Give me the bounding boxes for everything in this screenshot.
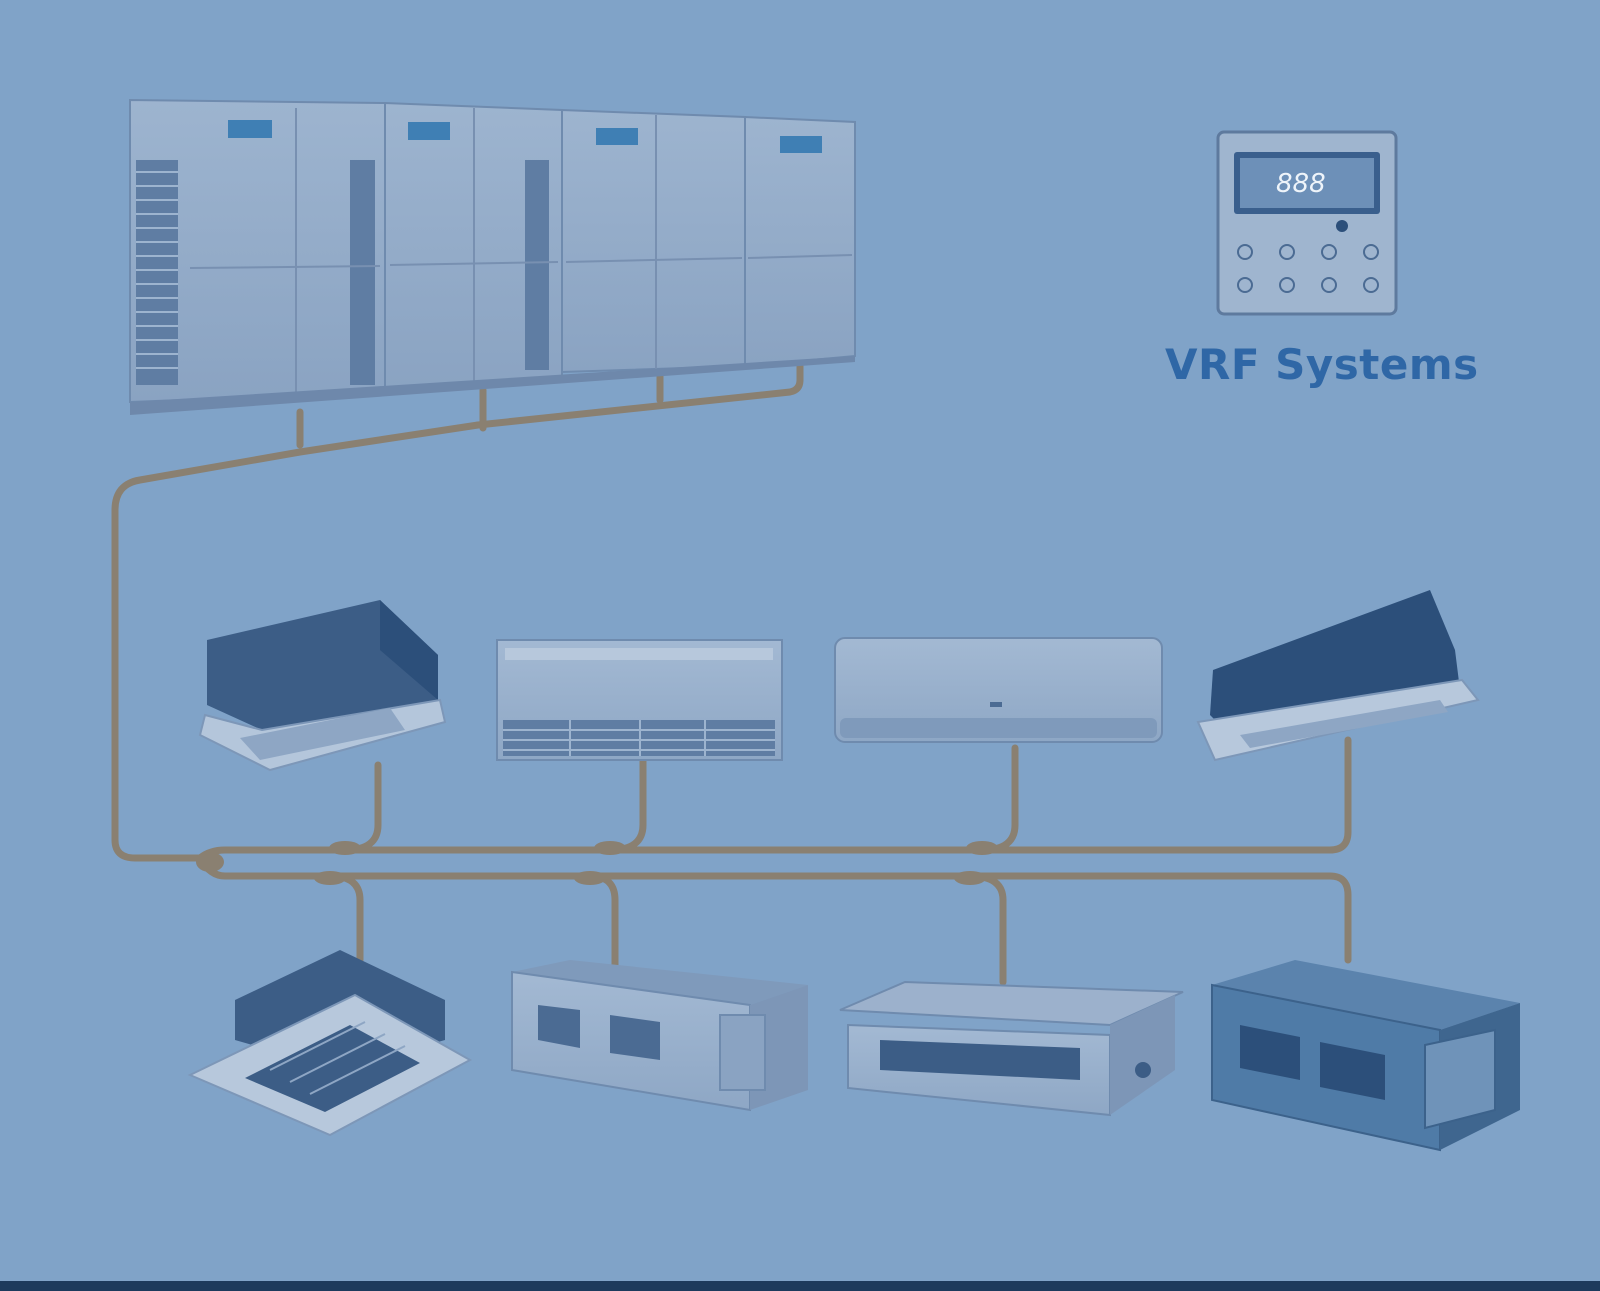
- outdoor-unit-array: [129, 98, 856, 415]
- bottom-bar: [0, 1281, 1600, 1291]
- pipe-drop-bottom-2: [586, 872, 619, 969]
- pipe-drop-top-2: [606, 756, 647, 854]
- wired-controller: 888: [1216, 130, 1398, 316]
- indoor-wall-mounted-unit: [834, 637, 1163, 743]
- controller-buttons: [1237, 244, 1379, 293]
- indoor-four-way-cassette-unit: [187, 950, 473, 1137]
- outdoor-module-3: [561, 108, 746, 374]
- pipe-header: [111, 421, 482, 862]
- pipe-drop-top-1: [341, 761, 382, 854]
- lcd-digits: 888: [1276, 169, 1326, 199]
- outdoor-module-4: [744, 115, 856, 368]
- outdoor-module-1: [129, 98, 386, 404]
- indoor-one-way-cassette-unit: [1196, 590, 1480, 762]
- pipe-drop-top-3: [978, 744, 1019, 854]
- pipe-drop-bottom-3: [966, 872, 1007, 986]
- indoor-high-static-duct-unit: [1211, 960, 1520, 1152]
- indoor-slim-duct-unit: [839, 980, 1184, 1117]
- pipe-joints: [196, 841, 998, 885]
- indoor-ducted-unit: [511, 960, 808, 1112]
- pipe-lower-line: [196, 854, 1352, 964]
- outdoor-module-2: [384, 101, 563, 394]
- pipe-drop-bottom-1: [326, 872, 364, 964]
- diagram-title: VRF Systems: [1165, 340, 1479, 389]
- pipe-outdoor-4: [474, 346, 804, 429]
- indoor-floor-ceiling-unit: [496, 639, 783, 761]
- indoor-cassette-unit: [198, 600, 447, 772]
